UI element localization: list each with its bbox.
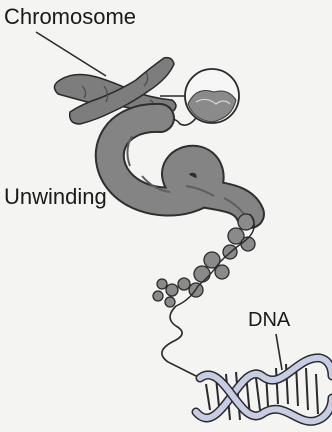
nucleosome-beads <box>153 214 255 307</box>
unwound-dna-strand <box>162 306 200 378</box>
magnified-section-circle <box>185 69 239 123</box>
coiled-chromatin-fiber <box>110 118 250 214</box>
dna-leader-line <box>276 334 282 370</box>
dna-double-helix <box>196 358 332 421</box>
chromosome-leader-line <box>36 32 106 76</box>
